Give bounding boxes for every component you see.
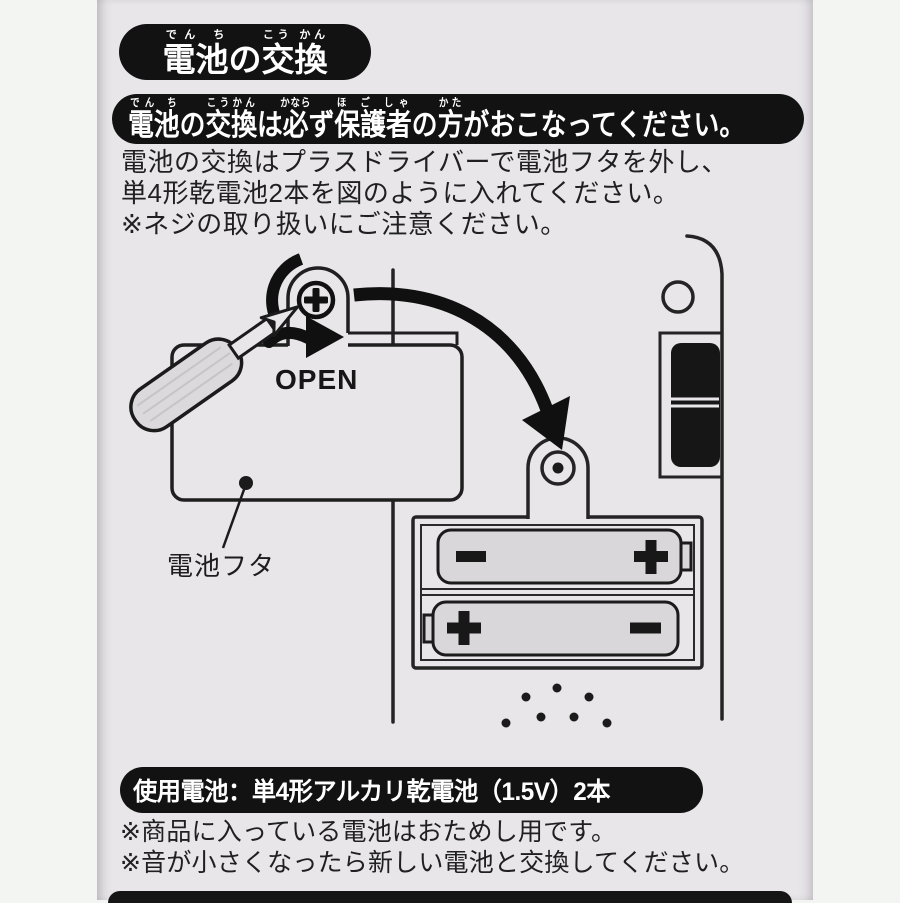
- battery-spec-text: 使用電池：単4形アルカリ乾電池（1.5V）2本: [133, 778, 610, 806]
- cover-label-leader: [221, 476, 253, 549]
- instruction-line: ※ネジの取り扱いにご注意ください。: [121, 209, 567, 239]
- minus-symbol: [630, 622, 661, 634]
- phillips-cross: [304, 288, 328, 312]
- device-hole: [661, 280, 695, 314]
- cover-label: 電池フタ: [167, 551, 275, 581]
- warning-text: 電池でん ちの交換こうかんは必かならず保護者ほ ご しゃの方かたがおこなってくだ…: [128, 97, 746, 142]
- battery-top: [436, 528, 693, 585]
- footnote-line: ※音が小さくなったら新しい電池と交換してください。: [120, 849, 745, 877]
- screw-post: [526, 436, 590, 519]
- plus-symbol: [634, 540, 668, 574]
- open-label: OPEN: [275, 364, 358, 395]
- battery-cover: [170, 253, 464, 502]
- speaker-holes: [501, 683, 612, 728]
- section-title: 電池でん ちの交換こう かん: [162, 28, 328, 78]
- screwdriver-tip: [259, 305, 300, 338]
- device-right-edge: [685, 234, 724, 721]
- battery-bottom: [422, 600, 680, 657]
- instruction-line: 単4形乾電池2本を図のように入れてください。: [121, 178, 680, 208]
- instruction-line: 電池の交換はプラスドライバーで電池フタを外し、: [121, 147, 728, 177]
- cover-to-post-arrow-icon: [353, 287, 570, 450]
- plus-symbol: [447, 611, 481, 645]
- open-arrow-icon: [263, 316, 344, 358]
- warning-banner: 電池でん ちの交換こうかんは必かならず保護者ほ ご しゃの方かたがおこなってくだ…: [112, 94, 804, 144]
- battery-divider: [421, 588, 694, 596]
- minus-symbol: [456, 551, 486, 562]
- instruction-paragraph: 電池の交換はプラスドライバーで電池フタを外し、 単4形乾電池2本を図のように入れ…: [121, 147, 811, 240]
- battery-compartment: [411, 515, 704, 670]
- battery-spec-pill: 使用電池：単4形アルカリ乾電池（1.5V）2本: [120, 767, 703, 813]
- side-switch: [658, 331, 724, 479]
- screwdriver-icon: [129, 305, 300, 433]
- footnote-line: ※商品に入っている電池はおためし用です。: [120, 818, 617, 846]
- next-section-pill-cropped: [108, 891, 792, 903]
- footnotes: ※商品に入っている電池はおためし用です。 ※音が小さくなったら新しい電池と交換し…: [120, 817, 810, 879]
- section-title-pill: 電池でん ちの交換こう かん: [119, 24, 371, 80]
- screwdriver-shaft: [227, 316, 279, 361]
